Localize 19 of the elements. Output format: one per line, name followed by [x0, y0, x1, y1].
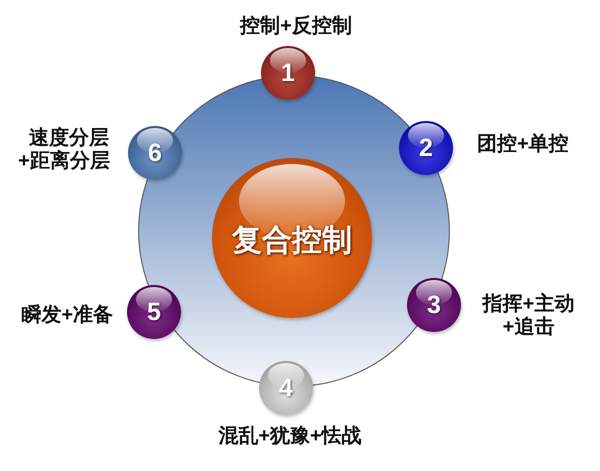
number-label: 1	[281, 60, 295, 86]
number-label: 4	[279, 376, 293, 400]
numbered-sphere	[407, 278, 461, 332]
sphere-caption: 团控+单控	[477, 133, 570, 156]
number-label: 3	[427, 292, 441, 318]
numbered-sphere	[259, 361, 313, 415]
numbered-sphere	[399, 121, 453, 175]
number-label: 2	[419, 136, 433, 160]
sphere-caption: 混乱+犹豫+怯战	[217, 425, 363, 448]
numbered-sphere	[261, 46, 315, 100]
center-label: 复合控制	[232, 224, 352, 256]
number-label: 6	[148, 140, 162, 166]
numbered-sphere	[128, 126, 182, 180]
sphere-caption: 控制+反控制	[238, 15, 353, 38]
sphere-caption: 指挥+主动+追击	[481, 293, 576, 339]
numbered-sphere	[127, 285, 181, 339]
sphere-caption: 瞬发+准备	[20, 304, 113, 327]
sphere-caption: 速度分层+距离分层	[17, 127, 111, 173]
number-label: 5	[147, 300, 161, 324]
